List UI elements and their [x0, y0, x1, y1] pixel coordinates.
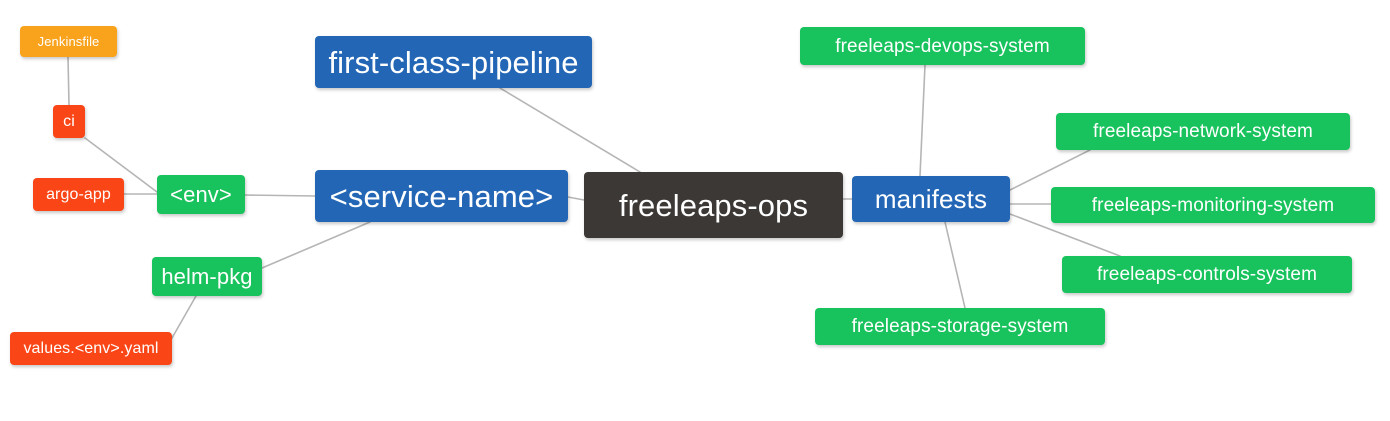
- edge-env-to-service-name: [244, 194, 316, 197]
- edge-manifests-to-freeleaps-storage-system: [944, 221, 966, 309]
- node-label: manifests: [874, 184, 988, 214]
- node-label: freeleaps-monitoring-system: [1091, 194, 1335, 216]
- node-freeleaps-devops-system[interactable]: freeleaps-devops-system: [800, 27, 1085, 65]
- node-label: freeleaps-controls-system: [1096, 264, 1318, 285]
- node-ci[interactable]: ci: [53, 105, 85, 138]
- node-label: ci: [63, 112, 75, 130]
- node-freeleaps-monitoring-system[interactable]: freeleaps-monitoring-system: [1051, 187, 1375, 223]
- node-label: argo-app: [46, 185, 111, 203]
- node-service-name[interactable]: <service-name>: [315, 170, 568, 222]
- node-first-class-pipeline[interactable]: first-class-pipeline: [315, 36, 592, 88]
- node-label: <service-name>: [329, 178, 554, 214]
- node-label: freeleaps-storage-system: [851, 316, 1069, 337]
- edge-service-name-to-freeleaps-ops: [567, 196, 585, 201]
- edge-values-yaml-to-helm-pkg: [171, 295, 197, 339]
- node-label: Jenkinsfile: [37, 34, 100, 49]
- node-label: <env>: [170, 181, 232, 207]
- edge-first-class-pipeline-to-freeleaps-ops: [499, 87, 641, 173]
- node-freeleaps-storage-system[interactable]: freeleaps-storage-system: [815, 308, 1105, 345]
- node-values-yaml[interactable]: values.<env>.yaml: [10, 332, 172, 365]
- node-freeleaps-ops[interactable]: freeleaps-ops: [584, 172, 843, 238]
- edge-manifests-to-freeleaps-network-system: [1009, 149, 1091, 191]
- edge-jenkinsfile-to-ci: [67, 56, 70, 106]
- edge-helm-pkg-to-service-name: [261, 221, 371, 269]
- node-env[interactable]: <env>: [157, 175, 245, 214]
- node-manifests[interactable]: manifests: [852, 176, 1010, 222]
- node-helm-pkg[interactable]: helm-pkg: [152, 257, 262, 296]
- node-label: freeleaps-devops-system: [835, 35, 1050, 57]
- node-label: freeleaps-network-system: [1093, 121, 1313, 142]
- node-argo-app[interactable]: argo-app: [33, 178, 124, 211]
- node-freeleaps-network-system[interactable]: freeleaps-network-system: [1056, 113, 1350, 150]
- node-label: helm-pkg: [161, 263, 253, 289]
- node-label: values.<env>.yaml: [23, 339, 159, 357]
- node-jenkinsfile[interactable]: Jenkinsfile: [20, 26, 117, 57]
- node-freeleaps-controls-system[interactable]: freeleaps-controls-system: [1062, 256, 1352, 293]
- node-label: first-class-pipeline: [328, 44, 579, 80]
- edge-manifests-to-freeleaps-devops-system: [919, 64, 926, 177]
- node-label: freeleaps-ops: [618, 187, 809, 223]
